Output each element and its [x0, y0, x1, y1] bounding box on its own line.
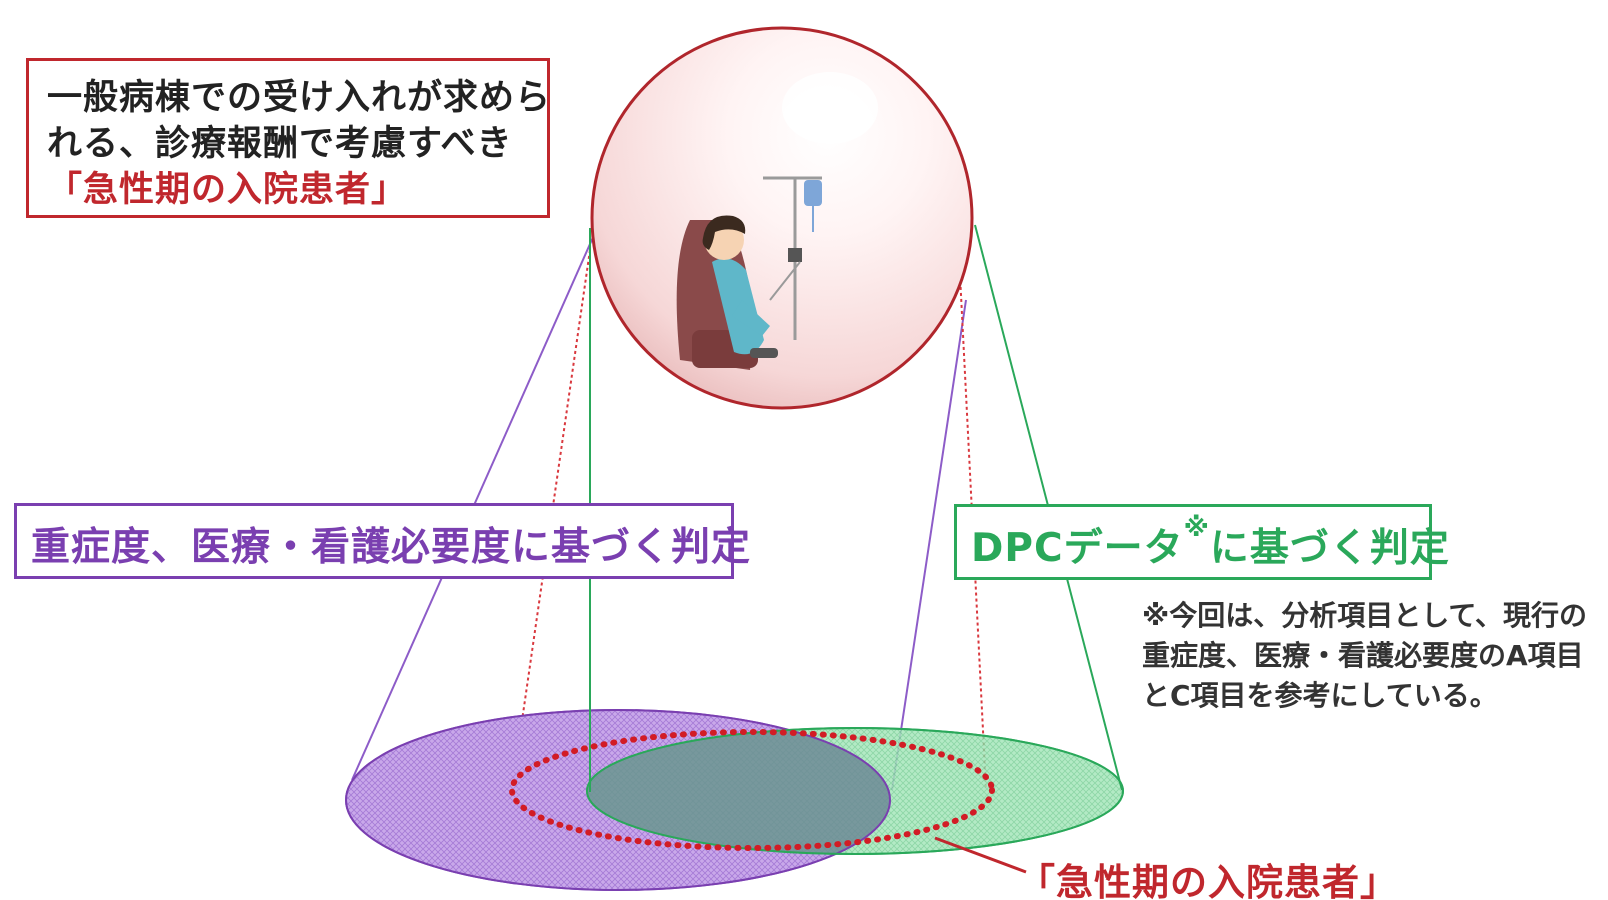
acute-patient-bottom-label: 「急性期の入院患者」	[1018, 861, 1398, 900]
overlap-region	[587, 728, 890, 854]
callout-line-2: れる、診療報酬で考慮すべき	[47, 124, 513, 164]
acute-patient-ellipse	[509, 729, 995, 851]
footnote-line-2: 重症度、医療・看護必要度のA項目	[1142, 639, 1584, 672]
acute-patient-callout-box: 一般病棟での受け入れが求めら れる、診療報酬で考慮すべき 「急性期の入院患者」	[26, 58, 550, 218]
footnote: ※今回は、分析項目として、現行の 重症度、医療・看護必要度のA項目 とC項目を参…	[1142, 596, 1608, 716]
severity-cone-right-line	[891, 299, 967, 791]
footnote-line-1: ※今回は、分析項目として、現行の	[1142, 599, 1587, 632]
dpc-label-rest: に基づく判定	[1209, 526, 1450, 571]
patient-on-iv-drip-icon	[676, 176, 822, 370]
acute-sphere	[590, 26, 974, 410]
dpc-footnote-mark: ※	[1183, 513, 1210, 543]
label-connector-line	[934, 836, 1027, 874]
dpc-label-main: DPCデータ	[971, 526, 1184, 571]
callout-line-1: 一般病棟での受け入れが求めら	[47, 78, 552, 118]
footnote-line-3: とC項目を参考にしている。	[1142, 679, 1498, 712]
dpc-judgement-label: DPCデータ※に基づく判定	[954, 504, 1449, 580]
severity-judgement-label: 重症度、医療・看護必要度に基づく判定	[14, 503, 750, 579]
acute-cone-right-line	[959, 274, 987, 791]
callout-line-3: 「急性期の入院患者」	[47, 170, 408, 210]
